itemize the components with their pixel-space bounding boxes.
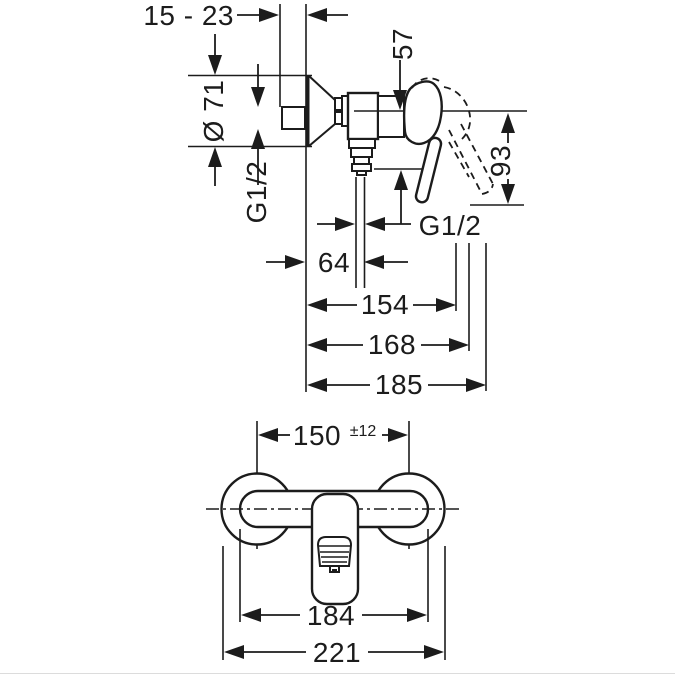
arrowhead-down: [501, 184, 515, 204]
arrowhead-left: [307, 378, 327, 392]
front-view-drawing: 150 ±12 184: [206, 420, 462, 668]
connector-nut-lower: [334, 111, 343, 125]
valve-body: [346, 91, 380, 141]
arrowhead-left: [224, 645, 244, 659]
arrowhead-left: [258, 428, 278, 442]
connection-spacing-label: 150: [293, 420, 341, 451]
arrowhead-left: [307, 298, 327, 312]
arrowhead-left: [307, 8, 327, 22]
outlet-distance-label: 64: [318, 247, 350, 278]
dim-escutcheon-diameter: Ø 71: [188, 34, 312, 186]
arrowhead-left: [241, 608, 261, 622]
arrowhead-left: [364, 255, 384, 269]
overall-width-label: 221: [313, 637, 361, 668]
wall-depth-label: 15 - 23: [143, 0, 234, 31]
arrowhead-right: [407, 608, 427, 622]
escutcheon-cone-top: [308, 75, 336, 101]
page-divider-line: [0, 672, 675, 674]
arrowhead-up: [251, 129, 265, 149]
arrowhead-right: [259, 8, 279, 22]
handle-grip-detail: [316, 536, 353, 573]
dim-handle-top-offset: 57: [387, 28, 418, 110]
arrowhead-right: [466, 378, 486, 392]
handle-knob: [402, 80, 443, 146]
arrowhead-right: [285, 255, 305, 269]
outlet-bottom-pointer: [394, 170, 408, 224]
arrowhead-left: [307, 338, 327, 352]
arrowhead-right: [424, 645, 444, 659]
extent-outer-label: 185: [375, 369, 423, 400]
outlet-thread-label: G1/2: [419, 210, 482, 241]
dim-supply-thread: G1/2: [241, 64, 272, 223]
body-width-label: 184: [307, 600, 355, 631]
extent-inner-label: 154: [361, 289, 409, 320]
handle-top-offset-label: 57: [387, 28, 418, 60]
arrowhead-up: [394, 170, 408, 190]
dim-extent-inner: 154: [307, 289, 456, 320]
handle-lever: [414, 136, 443, 204]
arrowhead-up: [501, 113, 515, 133]
dim-handle-bottom-offset: 93: [470, 113, 524, 206]
arrowhead-right: [335, 217, 355, 231]
arrowhead-down: [251, 87, 265, 107]
outlet-spout: [348, 138, 376, 176]
connection-tolerance-label: ±12: [350, 423, 377, 440]
handle-bottom-offset-label: 93: [485, 145, 516, 177]
dim-body-width: 184: [239, 529, 429, 631]
dim-extent-outer: 185: [307, 369, 486, 400]
arrowhead-down: [393, 90, 407, 110]
dim-overall-width: 221: [222, 546, 446, 668]
supply-pipe: [281, 106, 306, 130]
arrowhead-left: [365, 217, 385, 231]
escutcheon-diameter-label: Ø 71: [198, 80, 229, 143]
dim-wall-depth: 15 - 23: [143, 0, 348, 31]
arrowhead-up: [208, 147, 222, 167]
arrowhead-right: [436, 298, 456, 312]
extent-mid-label: 168: [368, 329, 416, 360]
dim-connection-spacing: 150 ±12: [256, 420, 410, 549]
side-view-drawing: 15 - 23 Ø 71 G1/2: [143, 0, 527, 400]
arrowhead-right: [388, 428, 408, 442]
arrowhead-down: [208, 55, 222, 75]
connector-nut-upper: [334, 97, 343, 111]
dim-extent-mid: 168: [307, 329, 469, 360]
dim-outlet-distance: 64: [266, 247, 408, 278]
arrowhead-right: [449, 338, 469, 352]
supply-thread-label: G1/2: [241, 161, 272, 224]
escutcheon-cone-bottom: [308, 123, 336, 147]
handle-lever-dashed: [411, 77, 494, 195]
dim-outlet-thread: G1/2: [317, 210, 481, 241]
